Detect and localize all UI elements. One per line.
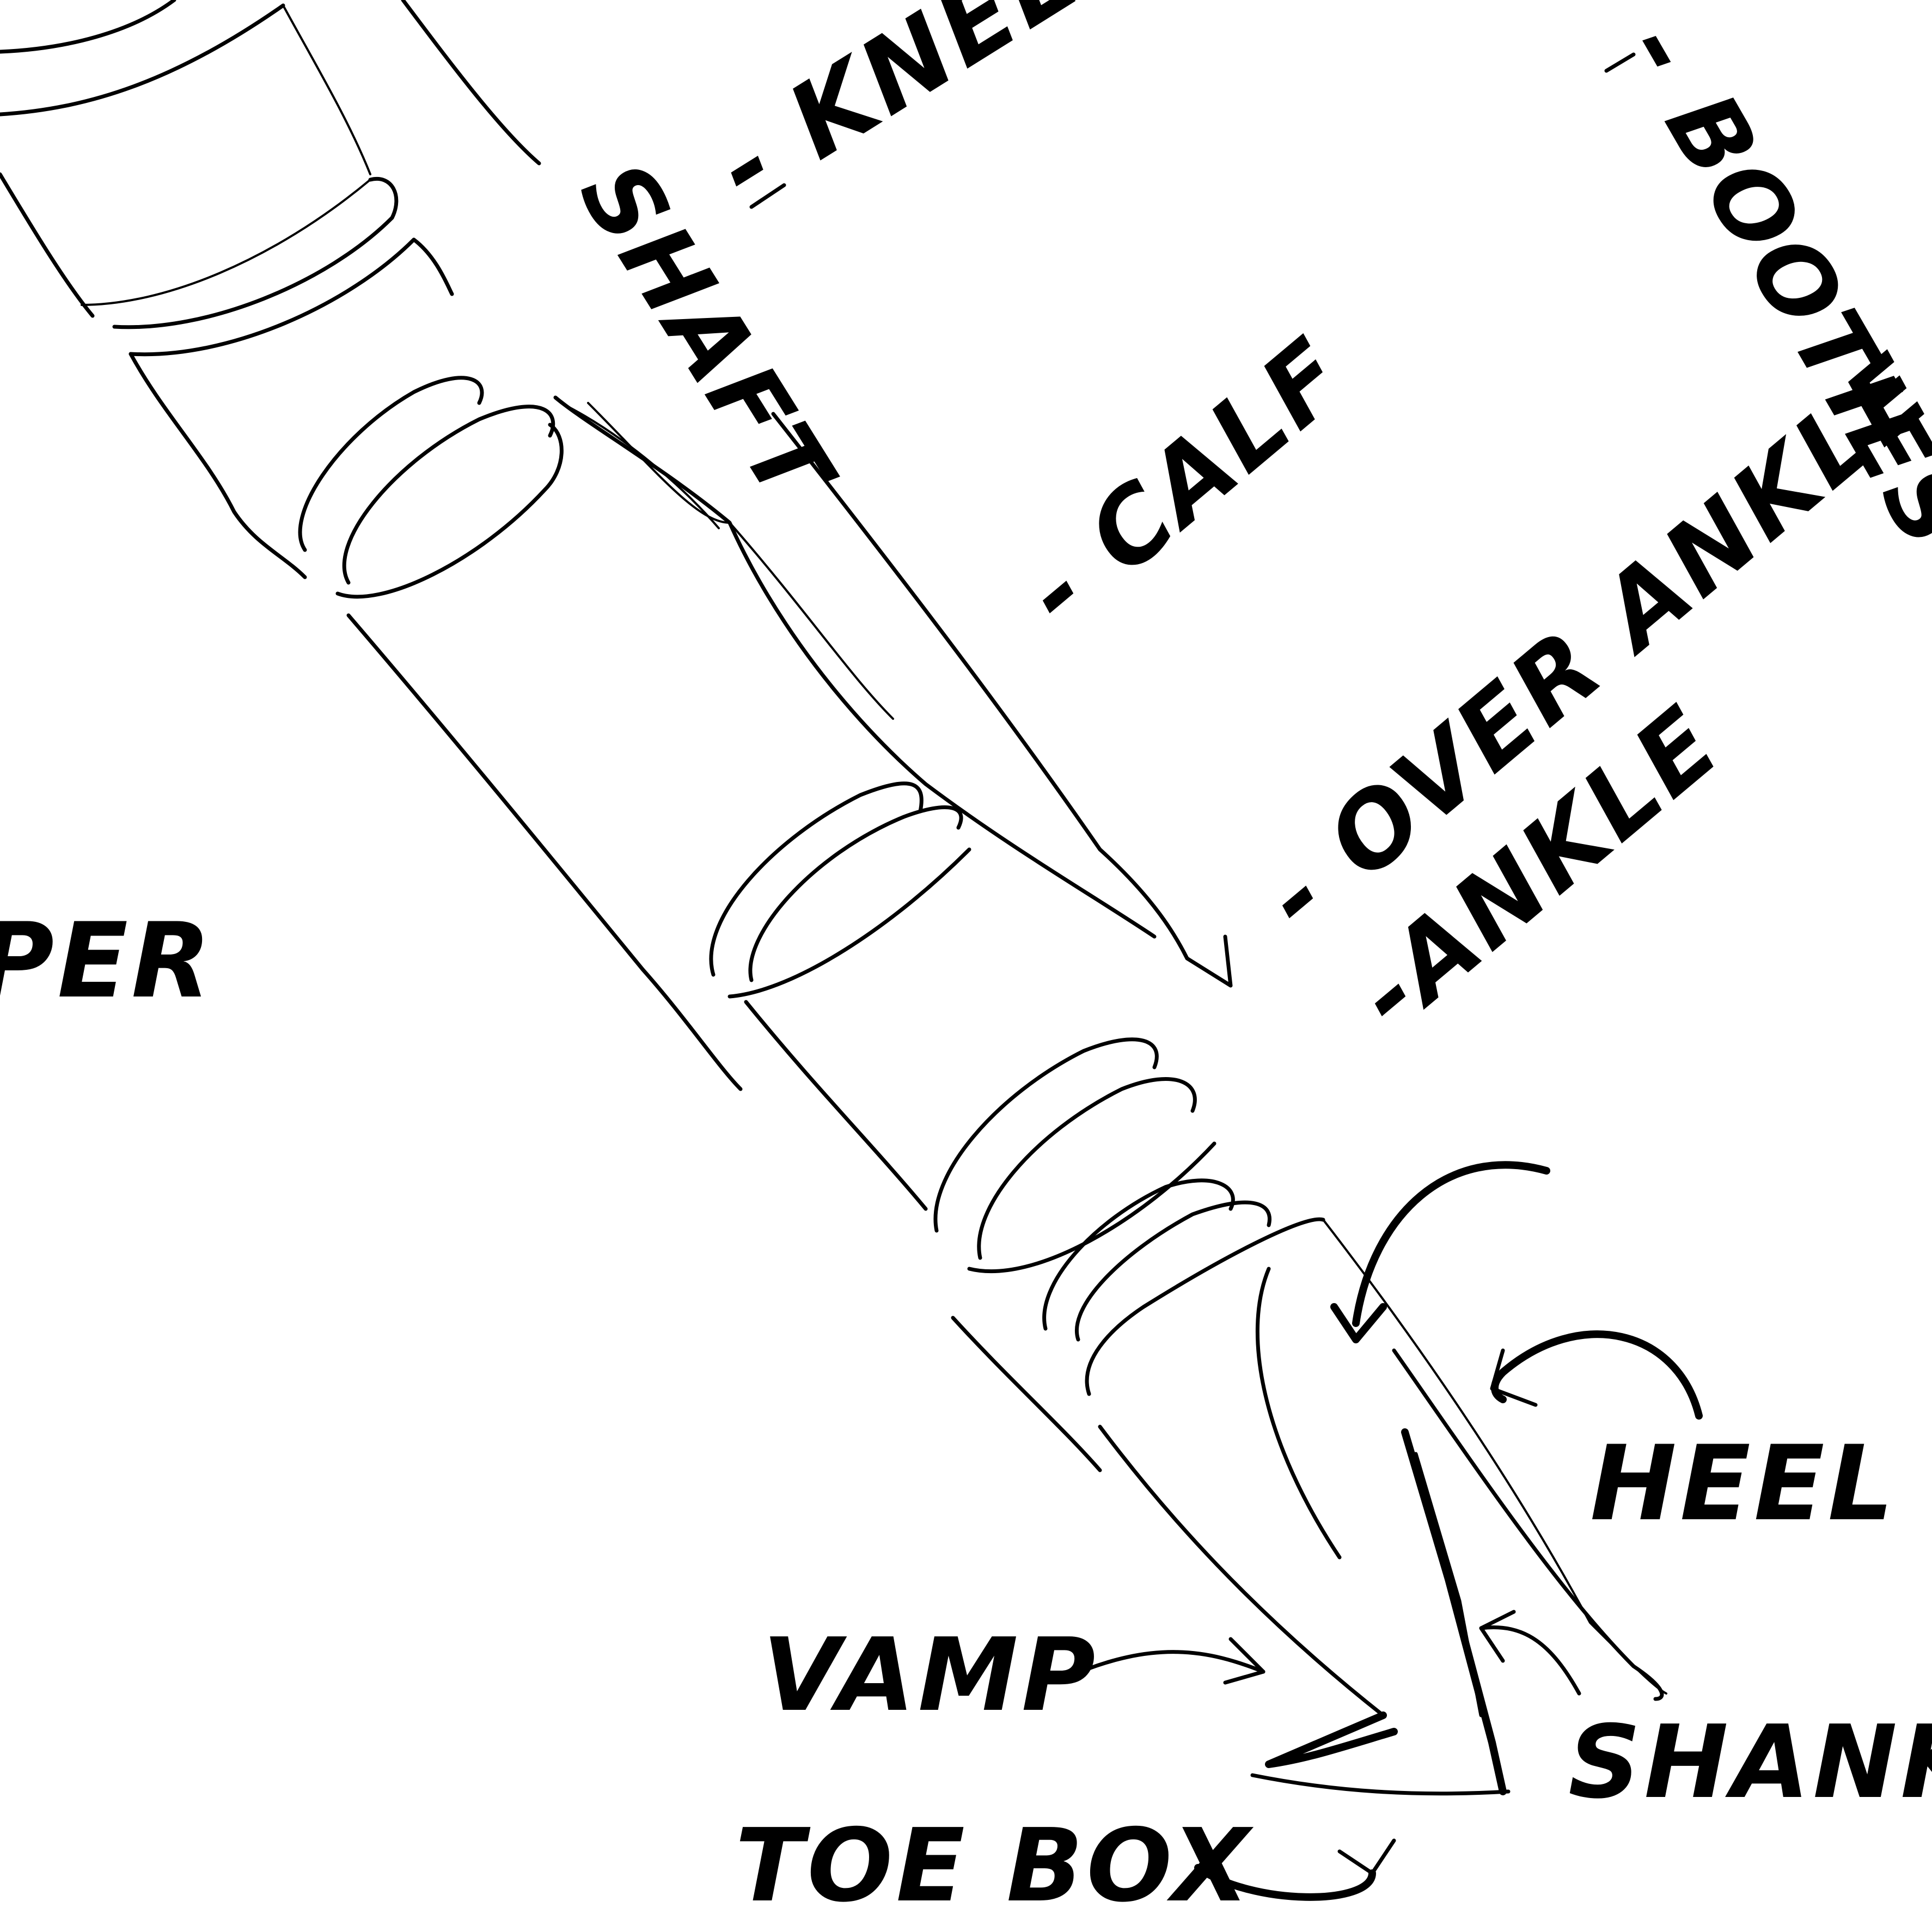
booties-tick (1604, 52, 1636, 73)
shaft-left-contour (129, 352, 307, 579)
label-toe-box: TOE BOX (735, 1807, 1254, 1924)
annotation-arrows (749, 52, 1703, 1901)
boot-outline (0, 0, 1667, 1796)
knee-ring-base (129, 237, 454, 357)
sole-line (1250, 1773, 1511, 1796)
shaft-left-edge-top (0, 172, 95, 318)
shaft-left-contour-lower (346, 613, 743, 1091)
heel-arrow-upper-head (1330, 1303, 1387, 1343)
mid-ring-1 (709, 781, 924, 977)
mid-ring-2 (748, 805, 963, 982)
calf-ring-band (335, 423, 564, 599)
shaft-inner-edge-top (282, 4, 371, 175)
label-knee: - KNEE (695, 0, 1104, 228)
shank-arrow-head (1479, 1610, 1516, 1663)
heel-arrow-lower (1491, 1330, 1703, 1420)
ankle-pointer-arrow (1185, 934, 1233, 988)
shaft-right-edge-top (401, 0, 541, 166)
lower-ring-4 (1075, 1200, 1271, 1342)
label-vamp: VAMP (762, 1616, 1098, 1734)
vamp-arrow-head (1223, 1637, 1265, 1685)
knee-ring-back (112, 177, 399, 329)
mid-ring-band (727, 847, 971, 999)
shaft-left-contour-vamp (1098, 1424, 1385, 1717)
lower-ring-band-2 (1085, 1217, 1325, 1396)
heel-arrow-upper (1352, 1161, 1550, 1327)
lower-ring-1 (933, 1037, 1159, 1233)
toe-box-arrow (1194, 1864, 1376, 1901)
shank-heel-inner (1414, 1452, 1483, 1717)
label-upper-partial: PER (0, 901, 214, 1021)
lower-ring-band (967, 1141, 1216, 1273)
heel-curve (1255, 1267, 1342, 1560)
calf-ring-2 (342, 405, 555, 585)
shaft-back-seam-thin (587, 402, 894, 720)
top-cuff-band-lower (0, 3, 285, 117)
top-cuff-band (0, 0, 176, 54)
label-shaft: SHAFT (558, 143, 857, 527)
lower-ring-2 (977, 1077, 1197, 1260)
shank-arrow (1479, 1625, 1581, 1696)
heel-back-contour (1392, 1348, 1664, 1701)
shaft-right-contour (553, 395, 1157, 939)
calf-ring-1 (298, 376, 484, 552)
label-calf: - CALF (1001, 315, 1369, 650)
knee-ring-front (81, 179, 371, 306)
shaft-back-seam (771, 412, 1189, 961)
vamp-arrow (1065, 1650, 1265, 1679)
label-heel: HEEL (1590, 1423, 1897, 1544)
toe-box-arrow-head (1337, 1838, 1396, 1875)
shaft-left-contour-foot (951, 1316, 1102, 1472)
shaft-right-contour-thin (560, 402, 720, 529)
toe-tip (1265, 1711, 1398, 1768)
shaft-left-contour-ankle (744, 1000, 928, 1211)
label-shank: SHANK (1568, 1703, 1932, 1821)
knee-tick (749, 183, 786, 209)
lower-ring-3 (1042, 1178, 1235, 1331)
heel-arrow-lower-head (1490, 1348, 1538, 1407)
